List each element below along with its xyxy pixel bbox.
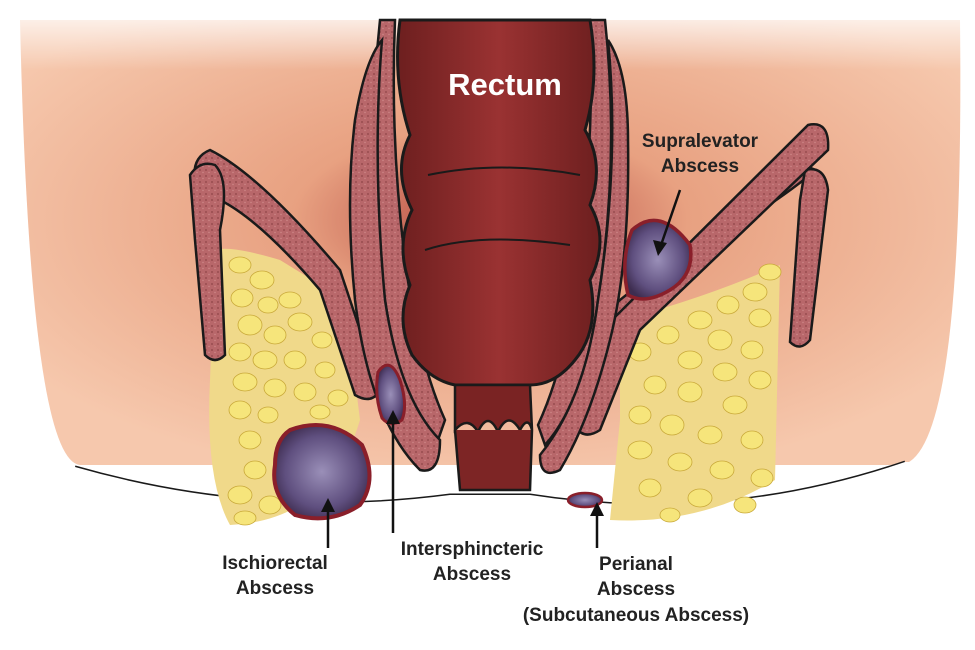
fat-right: [610, 263, 782, 523]
intersphincteric-arrowhead: [386, 410, 400, 424]
perianal-label-line2: Abscess: [597, 579, 675, 600]
ischiorectal-label-line2: Abscess: [236, 578, 314, 599]
supralevator-label-line1: Supralevator: [642, 131, 759, 152]
ischiorectal-abscess: [272, 423, 372, 521]
supralevator-abscess: [623, 218, 693, 301]
perianal-abscess: [566, 491, 604, 509]
ischiorectal-arrowhead: [321, 498, 335, 512]
ischiorectal-label-line1: Ischiorectal: [222, 553, 328, 574]
perianal-arrowhead: [590, 502, 604, 516]
supralevator-label-line2: Abscess: [661, 156, 739, 177]
supralevator-arrow: [658, 189, 682, 249]
intersphincteric-label-line2: Abscess: [433, 564, 511, 585]
internal-sphincter-right: [536, 18, 630, 475]
intersphincteric-label-line1: Intersphincteric: [401, 539, 544, 560]
internal-sphincter-left: [348, 18, 447, 472]
intersphincteric-abscess: [375, 363, 407, 425]
rectum-label: Rectum: [448, 67, 562, 102]
pointer-arrows: [321, 189, 682, 548]
rectum: [396, 18, 602, 492]
perianal-label-line3: (Subcutaneous Abscess): [523, 605, 749, 626]
perianal-label-line1: Perianal: [599, 554, 673, 575]
supralevator-arrowhead: [653, 240, 667, 256]
